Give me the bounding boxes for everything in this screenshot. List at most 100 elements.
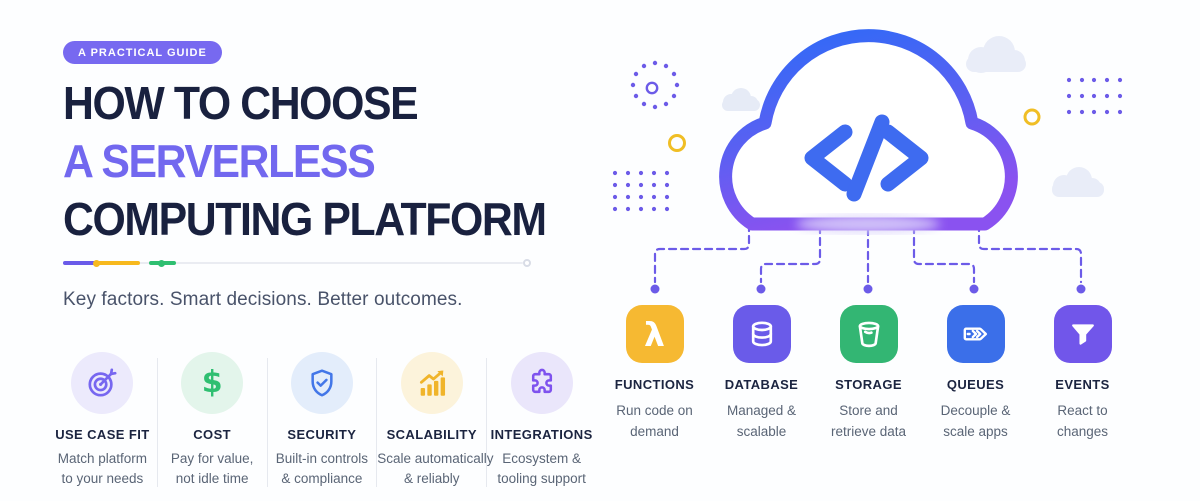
factor-security: SECURITY Built-in controls & compliance <box>268 352 377 489</box>
service-label: STORAGE <box>835 377 902 392</box>
divider-segment-yellow <box>95 261 140 265</box>
service-description: Managed & scalable <box>708 400 815 442</box>
connector-dot <box>756 284 766 294</box>
connector-dot <box>650 284 660 294</box>
service-description-line: React to <box>1057 403 1108 418</box>
service-description-line: Store and <box>839 403 898 418</box>
service-description-line: retrieve data <box>830 424 907 439</box>
dollar-icon: $ <box>181 352 244 414</box>
service-description-line: Managed & <box>726 403 797 418</box>
factor-label: COST <box>193 427 231 442</box>
factor-description-line: Match platform <box>57 451 148 466</box>
factors-row: USE CASE FIT Match platform to your need… <box>48 352 596 489</box>
connector-dot <box>863 284 873 294</box>
service-description: Run code on demand <box>601 400 708 442</box>
connector-dots <box>650 284 1086 294</box>
ring-decoration <box>1023 108 1041 126</box>
factor-description: Scale automatically & reliably <box>377 449 493 489</box>
factor-integrations: INTEGRATIONS Ecosystem & tooling support <box>487 352 596 489</box>
connector-line <box>759 224 822 284</box>
factor-label: USE CASE FIT <box>55 427 150 442</box>
service-label: FUNCTIONS <box>614 377 695 392</box>
title-line-3: COMPUTING PLATFORM <box>63 193 547 245</box>
factor-description-line: & compliance <box>281 471 363 486</box>
service-description: Store and retrieve data <box>815 400 922 442</box>
shield-check-icon <box>290 352 353 414</box>
cloud-outline <box>719 29 1018 231</box>
factor-cost: $ COST Pay for value, not idle time <box>158 352 267 489</box>
background-cloud <box>722 88 760 111</box>
service-database: DATABASE Managed & scalable <box>708 305 815 442</box>
cloud-bottom-glow <box>796 215 940 233</box>
service-description-line: Run code on <box>616 403 693 418</box>
dot-grid-decoration <box>612 170 670 212</box>
service-label: QUEUES <box>946 377 1005 392</box>
page-title: HOW TO CHOOSE A SERVERLESS COMPUTING PLA… <box>63 74 547 248</box>
services-row: λ FUNCTIONS Run code on demand DATABASE … <box>601 305 1136 442</box>
practical-guide-badge: A PRACTICAL GUIDE <box>63 41 222 64</box>
column-divider <box>266 358 268 487</box>
divider-rail <box>63 262 523 264</box>
target-icon <box>71 352 134 414</box>
connector-dot <box>969 284 979 294</box>
column-divider <box>486 358 488 487</box>
divider-dot-green <box>158 260 165 267</box>
funnel-icon <box>1053 305 1112 363</box>
factor-label: INTEGRATIONS <box>490 427 593 442</box>
service-description-line: demand <box>630 424 679 439</box>
service-label: EVENTS <box>1055 377 1110 392</box>
code-icon <box>804 114 929 202</box>
service-label: DATABASE <box>724 377 799 392</box>
factor-description-line: Ecosystem & <box>502 451 582 466</box>
factor-description: Ecosystem & tooling support <box>487 449 596 489</box>
title-line-1: HOW TO CHOOSE <box>63 77 419 129</box>
factor-description: Pay for value, not idle time <box>158 449 267 489</box>
connector-line <box>653 222 751 284</box>
column-divider <box>376 358 378 487</box>
lambda-icon: λ <box>625 305 684 363</box>
service-description-line: Decouple & <box>940 403 1011 418</box>
puzzle-icon <box>510 352 573 414</box>
factor-description-line: tooling support <box>497 471 586 486</box>
column-divider <box>156 358 158 487</box>
divider-end-ring <box>523 259 531 267</box>
factor-description-line: Scale automatically <box>377 451 494 466</box>
service-events: EVENTS React to changes <box>1029 305 1136 442</box>
background-cloud <box>1052 167 1104 197</box>
progress-divider <box>63 259 531 268</box>
divider-segment-purple <box>63 261 97 265</box>
database-icon <box>732 305 791 363</box>
service-description-line: changes <box>1056 424 1109 439</box>
connector-line <box>977 222 1083 284</box>
service-queues: QUEUES Decouple & scale apps <box>922 305 1029 442</box>
factor-use-case-fit: USE CASE FIT Match platform to your need… <box>48 352 157 489</box>
cloud-illustration <box>612 29 1123 294</box>
service-storage: STORAGE Store and retrieve data <box>815 305 922 442</box>
factor-description-line: to your needs <box>61 471 144 486</box>
service-description-line: scale apps <box>943 424 1008 439</box>
service-description: React to changes <box>1029 400 1136 442</box>
background-cloud <box>966 36 1026 73</box>
factor-label: SECURITY <box>287 427 357 442</box>
factor-description-line: not idle time <box>175 471 249 486</box>
subtitle: Key factors. Smart decisions. Better out… <box>63 289 463 310</box>
dotted-circle-decoration <box>630 60 680 110</box>
factor-description-line: Pay for value, <box>170 451 254 466</box>
factor-scalability: SCALABILITY Scale automatically & reliab… <box>377 352 494 489</box>
factor-description: Match platform to your needs <box>48 449 157 489</box>
bucket-icon <box>839 305 898 363</box>
factor-label: SCALABILITY <box>386 427 477 442</box>
connector-line <box>912 224 976 284</box>
queue-arrows-icon <box>946 305 1005 363</box>
factor-description-line: Built-in controls <box>275 451 369 466</box>
factor-description-line: & reliably <box>403 471 460 486</box>
connector-dot <box>1076 284 1086 294</box>
service-description: Decouple & scale apps <box>922 400 1029 442</box>
factor-description: Built-in controls & compliance <box>268 449 377 489</box>
growth-chart-icon <box>400 352 463 414</box>
service-functions: λ FUNCTIONS Run code on demand <box>601 305 708 442</box>
service-description-line: scalable <box>736 424 787 439</box>
dot-grid-decoration <box>1066 77 1123 115</box>
title-line-2: A SERVERLESS <box>63 135 376 187</box>
